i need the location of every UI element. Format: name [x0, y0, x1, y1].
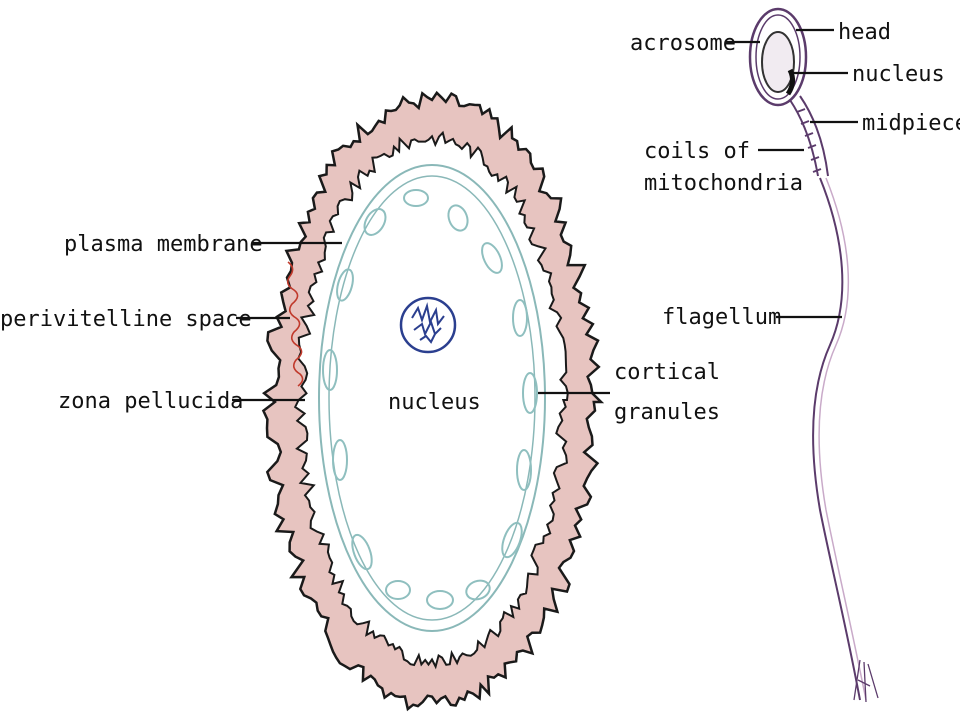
egg-nucleus — [399, 296, 457, 354]
cortical-granule — [512, 299, 528, 337]
cortical-granule — [447, 204, 469, 232]
cortical-granule — [501, 521, 523, 559]
sperm: head acrosome nucleus midpiece coils of … — [630, 7, 960, 703]
cortical-granule — [336, 268, 354, 302]
label-mitochondria: mitochondria — [644, 171, 803, 196]
sperm-nucleus — [761, 31, 795, 93]
cortical-granule — [351, 533, 373, 571]
egg: plasma membrane perivitelline space zona… — [0, 90, 720, 712]
cortical-granule — [516, 449, 532, 491]
cortical-granule — [481, 242, 503, 274]
perivitelline-squiggle — [286, 261, 304, 387]
label-zona-pellucida: zona pellucida — [58, 389, 243, 414]
cortical-granule — [363, 208, 387, 236]
label-cortical: cortical — [614, 360, 720, 385]
plasma-membrane — [318, 164, 546, 632]
cortical-granule — [332, 439, 348, 481]
label-egg-nucleus: nucleus — [388, 390, 481, 415]
sperm-flagellum — [812, 177, 861, 701]
zona-pellucida-inner — [293, 130, 569, 670]
chromatin — [411, 302, 445, 344]
mitochondria-coils — [796, 108, 822, 173]
label-acrosome: acrosome — [630, 31, 736, 56]
label-sperm-nucleus: nucleus — [852, 62, 945, 87]
label-granules: granules — [614, 400, 720, 425]
cortical-granule — [322, 349, 338, 391]
label-coils-of: coils of — [644, 139, 750, 164]
sperm-acrosome — [755, 14, 801, 100]
egg-leader-lines — [232, 241, 610, 402]
sperm-midpiece — [789, 95, 829, 177]
sperm-flagellum-tip — [853, 659, 879, 703]
label-head: head — [838, 20, 891, 45]
cortical-granules — [322, 189, 538, 610]
plasma-membrane-inner — [328, 175, 536, 621]
cortical-granule — [385, 580, 411, 600]
label-perivitelline-space: perivitelline space — [0, 307, 252, 332]
sperm-leader-lines — [726, 28, 858, 319]
cortical-granule — [403, 189, 429, 207]
label-midpiece: midpiece — [862, 111, 960, 136]
cortical-granule — [522, 372, 538, 414]
cortical-granule — [426, 590, 454, 610]
sperm-flagellum-inner — [818, 177, 867, 701]
label-flagellum: flagellum — [662, 305, 781, 330]
label-plasma-membrane: plasma membrane — [64, 232, 263, 257]
cortical-granule — [465, 579, 491, 601]
